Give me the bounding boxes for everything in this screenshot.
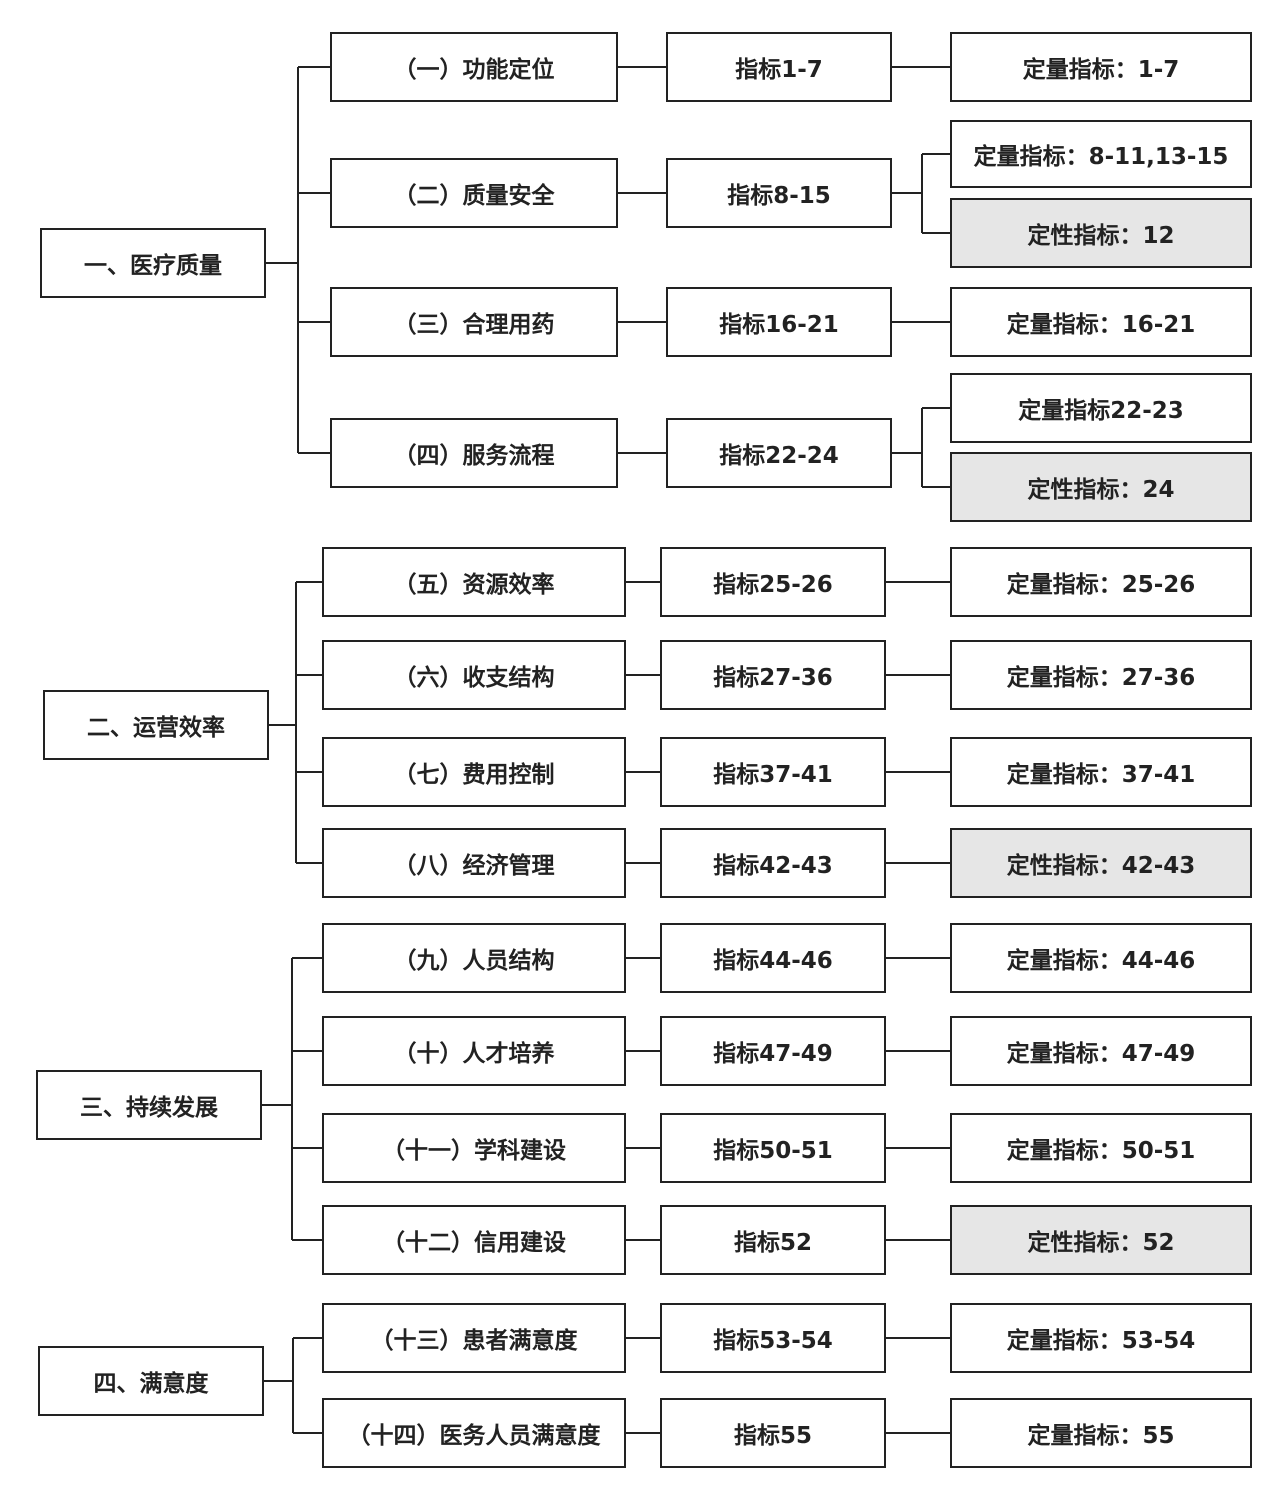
quantitative-indicator-box: 定量指标：50-51 [950, 1113, 1252, 1183]
quantitative-indicator-box: 定量指标：47-49 [950, 1016, 1252, 1086]
subcategory-box: （九）人员结构 [322, 923, 626, 993]
index-range-box: 指标53-54 [660, 1303, 886, 1373]
subcategory-box: （十）人才培养 [322, 1016, 626, 1086]
category-box: 三、持续发展 [36, 1070, 262, 1140]
quantitative-indicator-box: 定量指标：16-21 [950, 287, 1252, 357]
category-box: 二、运营效率 [43, 690, 269, 760]
subcategory-box: （四）服务流程 [330, 418, 618, 488]
quantitative-indicator-box: 定量指标：8-11,13-15 [950, 120, 1252, 188]
qualitative-indicator-box: 定性指标：24 [950, 452, 1252, 522]
index-range-box: 指标1-7 [666, 32, 892, 102]
index-range-box: 指标47-49 [660, 1016, 886, 1086]
index-range-box: 指标50-51 [660, 1113, 886, 1183]
subcategory-box: （六）收支结构 [322, 640, 626, 710]
subcategory-box: （十四）医务人员满意度 [322, 1398, 626, 1468]
subcategory-box: （二）质量安全 [330, 158, 618, 228]
quantitative-indicator-box: 定量指标：55 [950, 1398, 1252, 1468]
index-range-box: 指标52 [660, 1205, 886, 1275]
index-range-box: 指标44-46 [660, 923, 886, 993]
quantitative-indicator-box: 定量指标：25-26 [950, 547, 1252, 617]
subcategory-box: （十二）信用建设 [322, 1205, 626, 1275]
subcategory-box: （十一）学科建设 [322, 1113, 626, 1183]
subcategory-box: （五）资源效率 [322, 547, 626, 617]
index-range-box: 指标55 [660, 1398, 886, 1468]
subcategory-box: （三）合理用药 [330, 287, 618, 357]
index-range-box: 指标8-15 [666, 158, 892, 228]
index-range-box: 指标27-36 [660, 640, 886, 710]
qualitative-indicator-box: 定性指标：52 [950, 1205, 1252, 1275]
qualitative-indicator-box: 定性指标：42-43 [950, 828, 1252, 898]
quantitative-indicator-box: 定量指标：53-54 [950, 1303, 1252, 1373]
index-range-box: 指标16-21 [666, 287, 892, 357]
quantitative-indicator-box: 定量指标：44-46 [950, 923, 1252, 993]
index-range-box: 指标25-26 [660, 547, 886, 617]
category-box: 一、医疗质量 [40, 228, 266, 298]
category-box: 四、满意度 [38, 1346, 264, 1416]
quantitative-indicator-box: 定量指标：1-7 [950, 32, 1252, 102]
subcategory-box: （十三）患者满意度 [322, 1303, 626, 1373]
quantitative-indicator-box: 定量指标22-23 [950, 373, 1252, 443]
quantitative-indicator-box: 定量指标：37-41 [950, 737, 1252, 807]
subcategory-box: （一）功能定位 [330, 32, 618, 102]
quantitative-indicator-box: 定量指标：27-36 [950, 640, 1252, 710]
qualitative-indicator-box: 定性指标：12 [950, 198, 1252, 268]
index-range-box: 指标42-43 [660, 828, 886, 898]
subcategory-box: （七）费用控制 [322, 737, 626, 807]
index-range-box: 指标37-41 [660, 737, 886, 807]
subcategory-box: （八）经济管理 [322, 828, 626, 898]
index-range-box: 指标22-24 [666, 418, 892, 488]
